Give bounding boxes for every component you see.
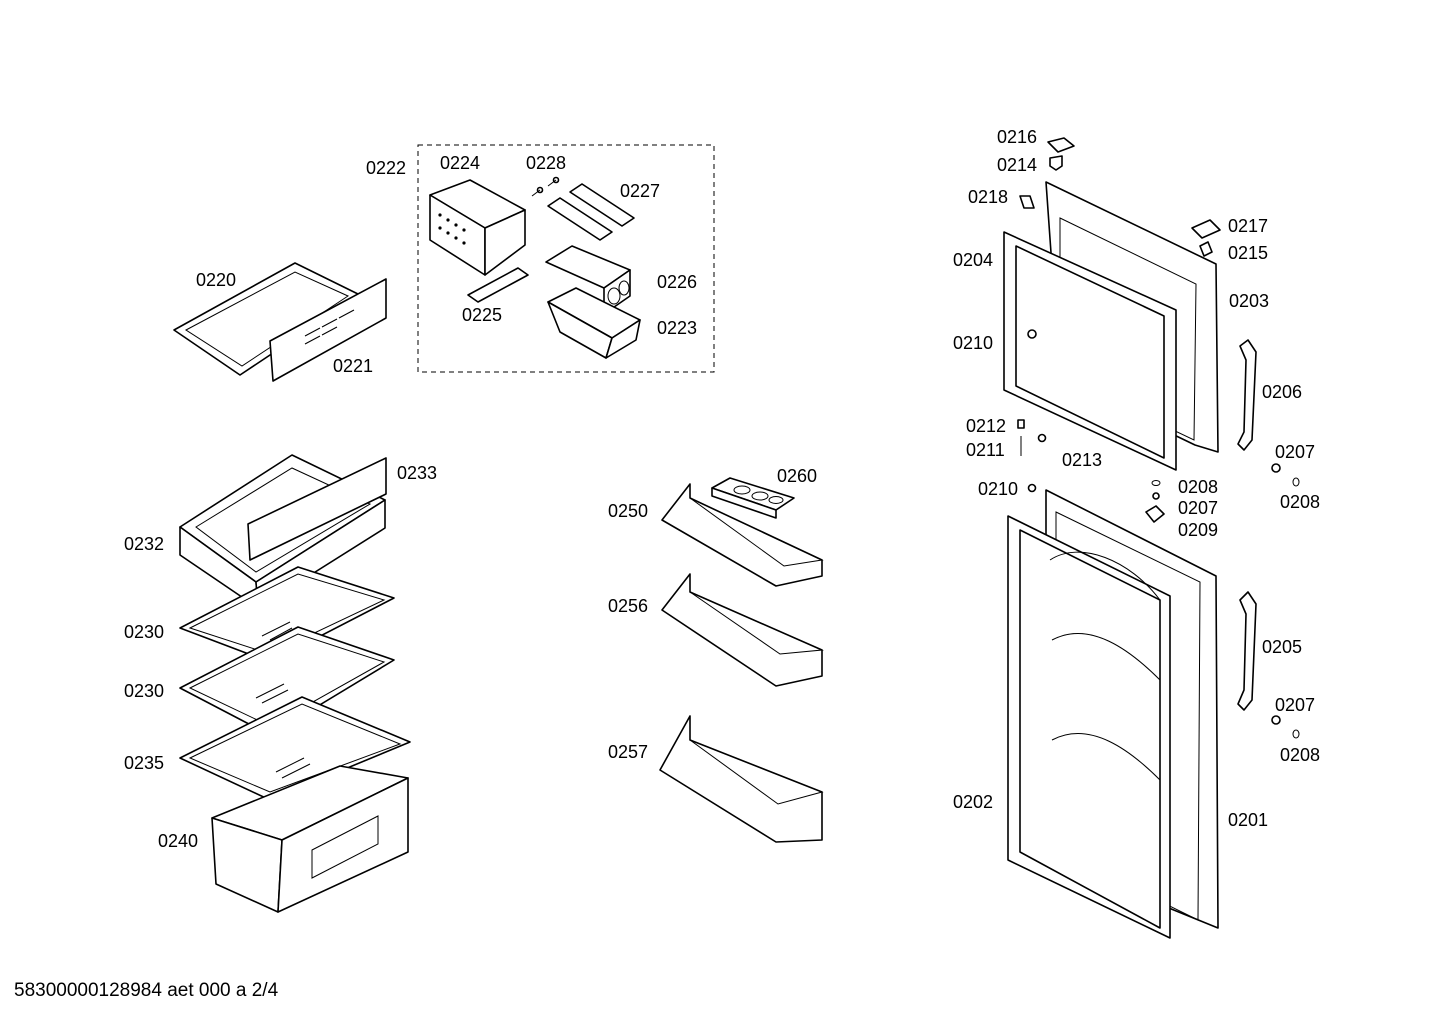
part-label-0232: 0232 bbox=[124, 534, 165, 554]
part-0225-strip bbox=[467, 267, 529, 303]
part-label-0207-b: 0207 bbox=[1178, 498, 1219, 518]
part-label-0220: 0220 bbox=[196, 270, 237, 290]
part-label-0203: 0203 bbox=[1229, 291, 1270, 311]
part-label-0213: 0213 bbox=[1062, 450, 1103, 470]
part-label-0240: 0240 bbox=[158, 831, 199, 851]
part-label-0207-c: 0207 bbox=[1275, 695, 1316, 715]
part-0215-clip bbox=[1199, 241, 1213, 257]
part-0214-clip bbox=[1049, 155, 1063, 171]
part-label-0222: 0222 bbox=[366, 158, 407, 178]
part-0217-cap bbox=[1191, 219, 1221, 239]
part-label-0230-b: 0230 bbox=[124, 681, 165, 701]
part-label-0260: 0260 bbox=[777, 466, 818, 486]
part-label-0204: 0204 bbox=[953, 250, 994, 270]
part-0240-crisper bbox=[211, 765, 409, 913]
part-label-0202: 0202 bbox=[953, 792, 994, 812]
part-0223-container bbox=[547, 287, 641, 359]
part-label-0228: 0228 bbox=[526, 153, 567, 173]
part-label-0208-c: 0208 bbox=[1280, 745, 1321, 765]
part-label-0227: 0227 bbox=[620, 181, 661, 201]
part-0233-panel bbox=[247, 457, 387, 561]
part-0224-housing bbox=[429, 179, 526, 276]
part-label-0226: 0226 bbox=[657, 272, 698, 292]
part-label-0235: 0235 bbox=[124, 753, 165, 773]
part-0228-springs bbox=[531, 176, 560, 197]
part-label-0215: 0215 bbox=[1228, 243, 1269, 263]
part-0227-ice-trays bbox=[547, 183, 635, 241]
part-label-0211: 0211 bbox=[966, 440, 1005, 460]
part-0204-freezer-gasket bbox=[1003, 231, 1177, 471]
part-0250-door-rack bbox=[661, 483, 824, 587]
part-label-0216: 0216 bbox=[997, 127, 1038, 147]
part-label-0208-a: 0208 bbox=[1178, 477, 1219, 497]
part-label-0218: 0218 bbox=[968, 187, 1009, 207]
part-label-0210-b: 0210 bbox=[978, 479, 1019, 499]
part-0235-shelf bbox=[179, 696, 411, 801]
part-0205-handle bbox=[1237, 591, 1257, 711]
part-0256-door-rack bbox=[661, 573, 824, 687]
part-label-0201: 0201 bbox=[1228, 810, 1269, 830]
part-0202-fridge-gasket bbox=[1007, 515, 1171, 939]
part-label-0214: 0214 bbox=[997, 155, 1038, 175]
part-label-0210-a: 0210 bbox=[953, 333, 994, 353]
part-label-0257: 0257 bbox=[608, 742, 649, 762]
part-label-0206: 0206 bbox=[1262, 382, 1303, 402]
part-label-0250: 0250 bbox=[608, 501, 649, 521]
part-label-0256: 0256 bbox=[608, 596, 649, 616]
part-label-0209: 0209 bbox=[1178, 520, 1219, 540]
part-0226-tray bbox=[545, 245, 631, 315]
part-label-0230-a: 0230 bbox=[124, 622, 165, 642]
part-0230-shelf-b bbox=[179, 626, 395, 736]
part-0218-pad bbox=[1019, 195, 1035, 209]
part-label-0224: 0224 bbox=[440, 153, 481, 173]
part-hardware bbox=[1017, 329, 1300, 739]
part-0221-panel bbox=[269, 278, 387, 382]
part-label-0217: 0217 bbox=[1228, 216, 1269, 236]
document-id-footer: 58300000128984 aet 000 a 2/4 bbox=[14, 980, 279, 1001]
part-label-0208-b: 0208 bbox=[1280, 492, 1321, 512]
part-label-0221: 0221 bbox=[333, 356, 374, 376]
group-box-0222 bbox=[417, 144, 715, 373]
part-label-0233: 0233 bbox=[397, 463, 438, 483]
part-label-0223: 0223 bbox=[657, 318, 698, 338]
part-0260-egg-tray bbox=[711, 477, 795, 519]
part-label-0225: 0225 bbox=[462, 305, 503, 325]
part-label-0212: 0212 bbox=[966, 416, 1007, 436]
part-0216-cap bbox=[1047, 137, 1075, 153]
part-0230-shelf-a bbox=[179, 566, 395, 663]
part-label-0205: 0205 bbox=[1262, 637, 1303, 657]
part-0257-door-rack bbox=[659, 715, 824, 843]
part-label-0207-a: 0207 bbox=[1275, 442, 1316, 462]
part-0206-handle bbox=[1237, 339, 1257, 451]
